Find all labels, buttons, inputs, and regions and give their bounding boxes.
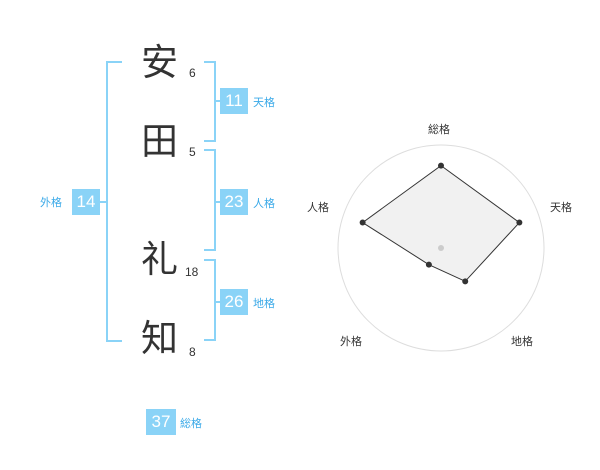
chikaku-connector xyxy=(214,301,220,303)
gaikaku-badge: 14 xyxy=(72,189,100,215)
radar-axis-label-jinkaku: 人格 xyxy=(307,201,329,214)
name-char-2: 田 xyxy=(141,120,178,163)
gaikaku-label: 外格 xyxy=(40,196,62,209)
soukaku-label: 総格 xyxy=(180,417,202,430)
radar-point-3 xyxy=(462,278,469,285)
radar-axis-label-gaikaku: 外格 xyxy=(340,335,362,348)
tenkaku-connector xyxy=(214,100,220,102)
jinkaku-label: 人格 xyxy=(253,197,275,210)
jinkaku-bracket xyxy=(204,149,216,251)
radar-point-2 xyxy=(516,219,523,226)
radar-points xyxy=(359,162,523,285)
radar-point-4 xyxy=(425,261,432,268)
stroke-count-2: 5 xyxy=(189,145,196,159)
radar-point-5 xyxy=(359,219,366,226)
stroke-count-3: 18 xyxy=(185,265,199,279)
radar-center-dot xyxy=(438,245,444,251)
stroke-count-4: 8 xyxy=(189,345,196,359)
name-char-4: 知 xyxy=(141,317,178,360)
name-char-3: 礼 xyxy=(141,238,178,281)
gaikaku-connector xyxy=(94,201,106,203)
radar-polygon xyxy=(361,164,521,282)
stroke-count-1: 6 xyxy=(189,66,196,80)
radar-axis-label-tenkaku: 天格 xyxy=(550,201,572,214)
jinkaku-badge: 23 xyxy=(220,189,248,215)
radar-axis-label-chikaku: 地格 xyxy=(511,335,533,348)
tenkaku-badge: 11 xyxy=(220,88,248,114)
radar-point-1 xyxy=(438,162,444,169)
name-char-1: 安 xyxy=(141,41,178,84)
soukaku-badge: 37 xyxy=(146,409,176,435)
radar-shape xyxy=(361,164,521,282)
chikaku-badge: 26 xyxy=(220,289,248,315)
tenkaku-label: 天格 xyxy=(253,96,275,109)
radar-axis-label-soukaku: 総格 xyxy=(428,123,450,136)
chikaku-bracket xyxy=(204,259,216,341)
jinkaku-connector xyxy=(214,201,220,203)
chikaku-label: 地格 xyxy=(253,297,275,310)
gaikaku-bracket xyxy=(106,61,122,342)
